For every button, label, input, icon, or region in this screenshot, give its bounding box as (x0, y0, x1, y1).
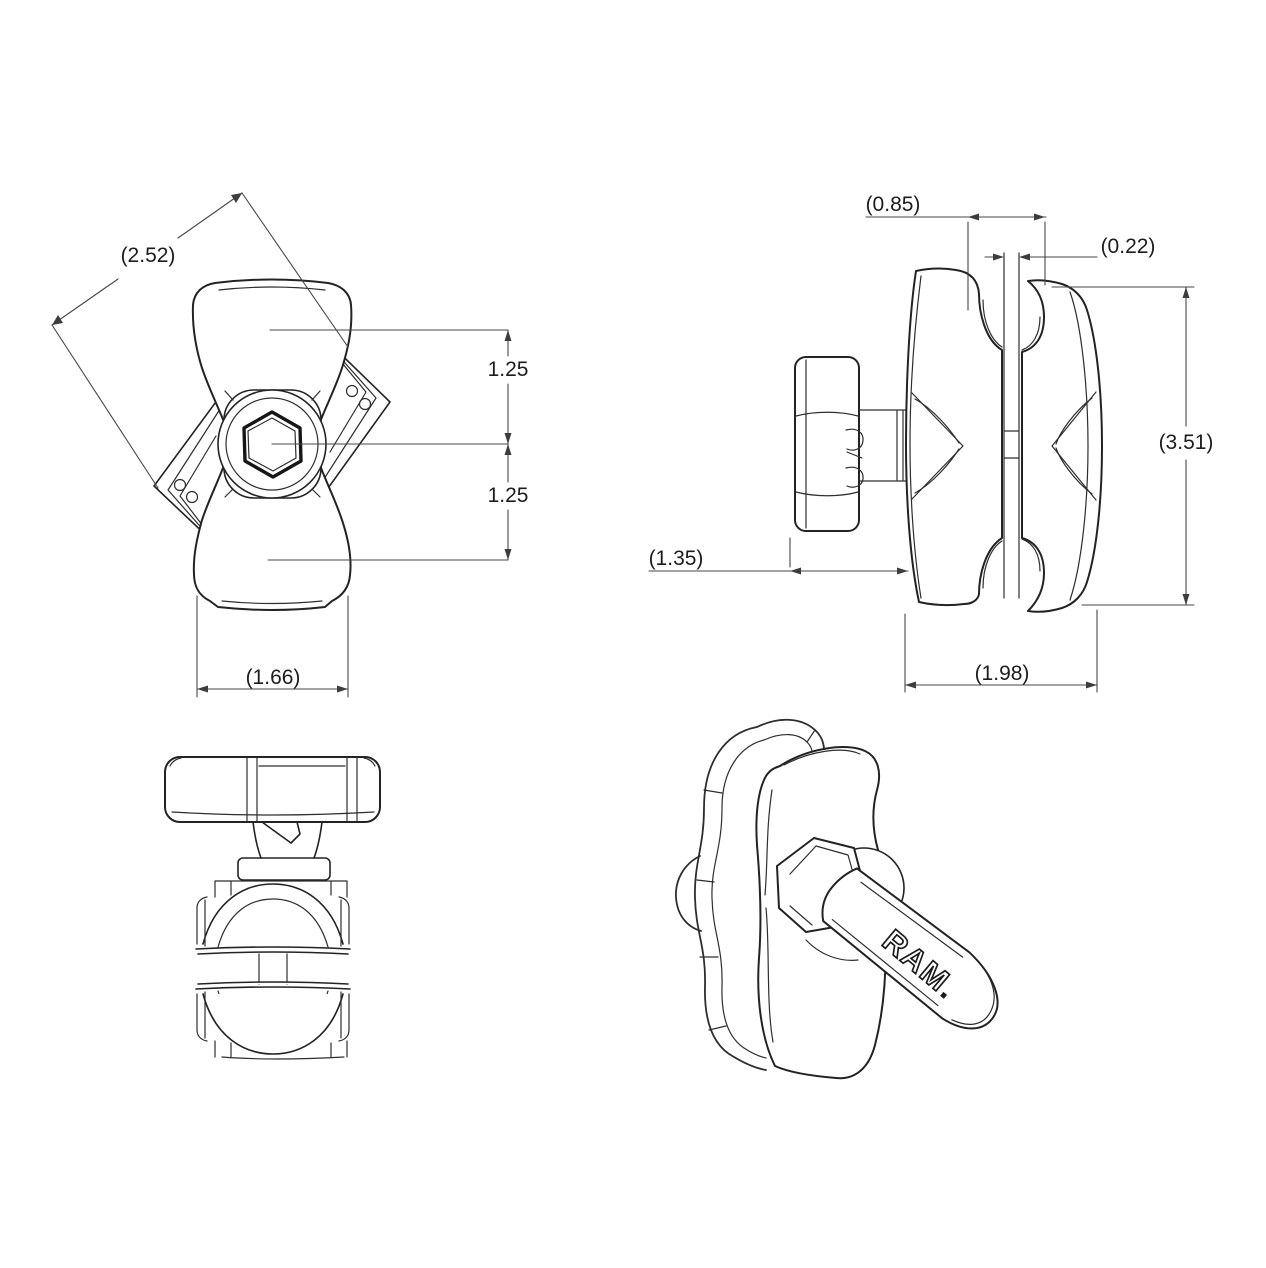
front-body-edge-details (218, 286, 326, 605)
side-dimensions: (0.85) (0.22) (3.51) (1.35) (1.98) (648, 193, 1214, 693)
dim-side-knob-length: (1.35) (649, 547, 704, 570)
side-knob (794, 356, 864, 532)
top-web (258, 953, 288, 985)
iso-body-details (764, 749, 861, 1043)
dim-side-height: (3.51) (1159, 431, 1214, 454)
front-dimensions: (2.52) 1.25 1.25 (1.66) (51, 192, 529, 698)
side-right-jaw-details (1021, 291, 1097, 601)
top-stem (252, 821, 323, 859)
dim-front-diagonal: (2.52) (121, 244, 176, 267)
top-collar (237, 857, 331, 881)
side-right-jaw (1021, 279, 1103, 613)
dim-side-knob-offset: (0.85) (866, 193, 921, 216)
front-view: (2.52) 1.25 1.25 (1.66) (51, 192, 529, 698)
dim-side-depth: (1.98) (975, 662, 1030, 685)
side-knob-shaft (858, 409, 909, 482)
top-knob-outline (164, 756, 381, 823)
iso-handle: RAM . (821, 867, 999, 1030)
side-center-post (1003, 252, 1020, 599)
dim-front-upper-half: 1.25 (488, 358, 529, 381)
dim-front-lower-half: 1.25 (488, 484, 529, 507)
side-knob-body (794, 356, 860, 532)
top-view (164, 756, 381, 1060)
top-lower-jaw (195, 981, 351, 1060)
top-upper-jaw (195, 880, 351, 955)
side-left-jaw-details (909, 275, 1003, 599)
top-knob-bar (164, 756, 381, 823)
isometric-view: RAM . (675, 718, 999, 1080)
dim-side-gap: (0.22) (1101, 235, 1156, 258)
side-view: (0.85) (0.22) (3.51) (1.35) (1.98) (648, 193, 1214, 693)
dim-front-width: (1.66) (246, 666, 301, 689)
